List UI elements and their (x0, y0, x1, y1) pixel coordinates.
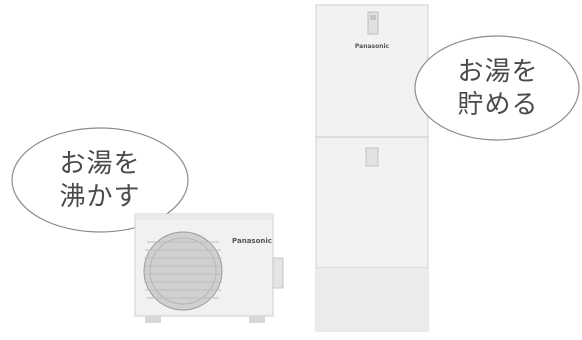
heat-bubble-line2: 沸かす (40, 181, 160, 214)
heat-bubble-line1: お湯を (40, 148, 160, 181)
heat-pump-brand: Panasonic (232, 237, 272, 245)
store-bubble-line2: 貯める (438, 89, 558, 122)
heat-bubble-text: お湯を 沸かす (40, 148, 160, 214)
storage-tank: Panasonic (316, 5, 428, 331)
storage-tank-brand: Panasonic (355, 43, 390, 50)
outdoor-heat-pump-unit: Panasonic (135, 214, 283, 323)
store-bubble-text: お湯を 貯める (438, 56, 558, 122)
store-bubble-line1: お湯を (438, 56, 558, 89)
